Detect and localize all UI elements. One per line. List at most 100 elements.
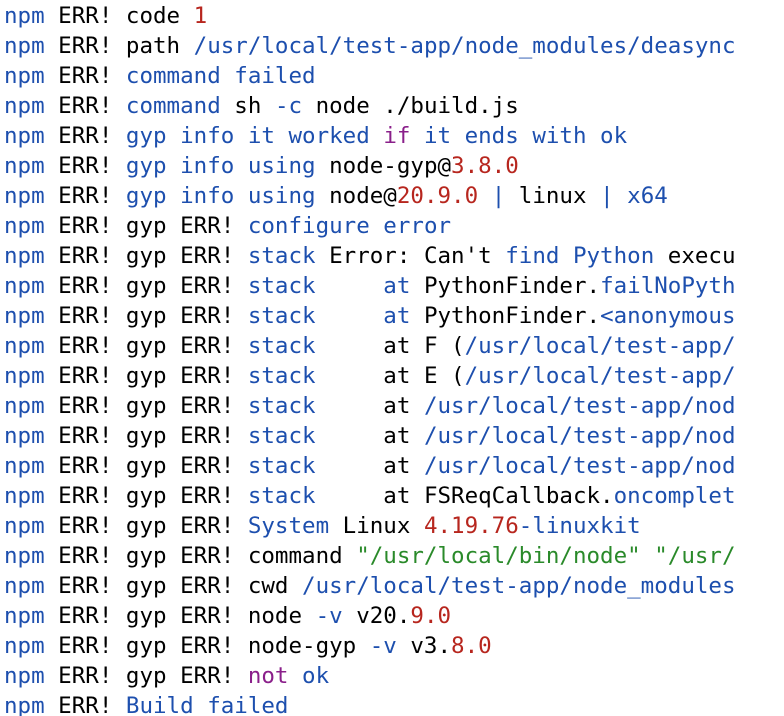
terminal-token: npm bbox=[4, 453, 45, 479]
terminal-token: ERR! code bbox=[44, 3, 194, 29]
terminal-token: ERR! gyp ERR! bbox=[44, 213, 248, 239]
terminal-token: ERR! gyp ERR! bbox=[44, 243, 248, 269]
terminal-line: npm ERR! path /usr/local/test-app/node_m… bbox=[0, 31, 784, 61]
terminal-token: gyp info using bbox=[125, 183, 316, 209]
terminal-token: Error: Can't bbox=[315, 243, 506, 269]
terminal-token: 4.19.76 bbox=[423, 513, 519, 539]
terminal-token: npm bbox=[4, 213, 45, 239]
terminal-token: npm bbox=[4, 63, 45, 89]
terminal-token bbox=[559, 243, 573, 269]
terminal-token: gyp info it worked bbox=[125, 123, 384, 149]
terminal-token: npm bbox=[4, 423, 45, 449]
terminal-token: ERR! gyp ERR! command bbox=[44, 543, 357, 569]
terminal-token: 1 bbox=[193, 3, 208, 29]
terminal-token: 20.9.0 bbox=[396, 183, 479, 209]
terminal-token: stack bbox=[247, 393, 316, 419]
terminal-line: npm ERR! gyp info using node-gyp@3.8.0 bbox=[0, 151, 784, 181]
terminal-token: configure error bbox=[247, 213, 452, 239]
terminal-line: npm ERR! gyp ERR! stack at PythonFinder.… bbox=[0, 271, 784, 301]
terminal-token: npm bbox=[4, 33, 45, 59]
terminal-token: at E ( bbox=[315, 363, 465, 389]
terminal-token: System bbox=[247, 513, 330, 539]
terminal-token: /usr/local/test-app/ bbox=[464, 363, 736, 389]
terminal-token: npm bbox=[4, 243, 45, 269]
terminal-token: Python bbox=[572, 243, 655, 269]
terminal-token: ERR! gyp ERR! bbox=[44, 483, 248, 509]
terminal-token: npm bbox=[4, 333, 45, 359]
terminal-token: Linux bbox=[329, 513, 424, 539]
terminal-token bbox=[288, 663, 302, 689]
terminal-token bbox=[478, 183, 492, 209]
terminal-token: npm bbox=[4, 93, 45, 119]
terminal-token: node ./build.js bbox=[302, 93, 519, 119]
terminal-token: ERR! gyp ERR! bbox=[44, 333, 248, 359]
terminal-token: ERR! gyp ERR! node bbox=[44, 603, 316, 629]
terminal-token: ok bbox=[302, 663, 330, 689]
terminal-token: Build failed bbox=[125, 693, 289, 716]
terminal-token: -linuxkit bbox=[518, 513, 641, 539]
terminal-token: "/usr/ bbox=[654, 543, 736, 569]
terminal-token: npm bbox=[4, 183, 45, 209]
terminal-token: ERR! gyp ERR! bbox=[44, 393, 248, 419]
terminal-token bbox=[641, 543, 655, 569]
terminal-token: if bbox=[383, 123, 411, 149]
terminal-token: npm bbox=[4, 153, 45, 179]
terminal-token: ERR! gyp ERR! bbox=[44, 453, 248, 479]
terminal-token: -v bbox=[369, 633, 397, 659]
terminal-token: ERR! bbox=[44, 123, 126, 149]
terminal-line: npm ERR! gyp ERR! stack at /usr/local/te… bbox=[0, 451, 784, 481]
terminal-line: npm ERR! gyp ERR! stack at /usr/local/te… bbox=[0, 391, 784, 421]
terminal-token: PythonFinder. bbox=[410, 273, 601, 299]
terminal-token: not bbox=[247, 663, 289, 689]
terminal-token: npm bbox=[4, 573, 45, 599]
terminal-token: failNoPyth bbox=[600, 273, 736, 299]
terminal-line: npm ERR! gyp ERR! stack at PythonFinder.… bbox=[0, 301, 784, 331]
terminal-token: /usr/local/test-app/nod bbox=[423, 423, 736, 449]
terminal-token: ERR! gyp ERR! bbox=[44, 423, 248, 449]
terminal-token: at FSReqCallback. bbox=[315, 483, 614, 509]
terminal-token: npm bbox=[4, 663, 45, 689]
terminal-token: <anonymous bbox=[600, 303, 736, 329]
terminal-token: at bbox=[315, 453, 424, 479]
terminal-token: sh bbox=[220, 93, 275, 119]
terminal-token: ERR! gyp ERR! cwd bbox=[44, 573, 303, 599]
terminal-line: npm ERR! gyp ERR! stack at /usr/local/te… bbox=[0, 421, 784, 451]
terminal-token: ERR! bbox=[44, 153, 126, 179]
terminal-line: npm ERR! gyp ERR! not ok bbox=[0, 661, 784, 691]
terminal-line: npm ERR! gyp ERR! stack at FSReqCallback… bbox=[0, 481, 784, 511]
terminal-token: stack bbox=[247, 243, 316, 269]
terminal-line: npm ERR! gyp ERR! configure error bbox=[0, 211, 784, 241]
terminal-line: npm ERR! gyp info it worked if it ends w… bbox=[0, 121, 784, 151]
terminal-token: npm bbox=[4, 543, 45, 569]
terminal-line: npm ERR! gyp ERR! stack at E (/usr/local… bbox=[0, 361, 784, 391]
terminal-token: npm bbox=[4, 483, 45, 509]
terminal-token: oncomplet bbox=[613, 483, 736, 509]
terminal-line: npm ERR! gyp ERR! command "/usr/local/bi… bbox=[0, 541, 784, 571]
terminal-token: -v bbox=[315, 603, 343, 629]
terminal-line: npm ERR! command failed bbox=[0, 61, 784, 91]
terminal-token: stack bbox=[247, 483, 316, 509]
terminal-token: find bbox=[505, 243, 560, 269]
terminal-token: "/usr/local/bin/node" bbox=[356, 543, 641, 569]
terminal-token: at bbox=[315, 393, 424, 419]
terminal-token: v3. bbox=[396, 633, 452, 659]
terminal-token: npm bbox=[4, 393, 45, 419]
terminal-token: ERR! bbox=[44, 93, 126, 119]
terminal-line: npm ERR! gyp ERR! stack Error: Can't fin… bbox=[0, 241, 784, 271]
terminal-token: ERR! gyp ERR! bbox=[44, 663, 248, 689]
terminal-token: /usr/local/test-app/nod bbox=[423, 393, 736, 419]
terminal-token: 3.8.0 bbox=[451, 153, 519, 179]
terminal-token: npm bbox=[4, 123, 45, 149]
terminal-token: /usr/local/test-app/ bbox=[464, 333, 736, 359]
terminal-line: npm ERR! Build failed bbox=[0, 691, 784, 716]
terminal-token: ERR! gyp ERR! node-gyp bbox=[44, 633, 370, 659]
terminal-token: ERR! path bbox=[44, 33, 194, 59]
terminal-line: npm ERR! command sh -c node ./build.js bbox=[0, 91, 784, 121]
terminal-token: npm bbox=[4, 273, 45, 299]
terminal-token: npm bbox=[4, 693, 45, 716]
terminal-token: stack bbox=[247, 453, 316, 479]
terminal-token: stack bbox=[247, 363, 316, 389]
terminal-line: npm ERR! gyp ERR! cwd /usr/local/test-ap… bbox=[0, 571, 784, 601]
terminal-line: npm ERR! gyp ERR! stack at F (/usr/local… bbox=[0, 331, 784, 361]
terminal-token: npm bbox=[4, 3, 45, 29]
